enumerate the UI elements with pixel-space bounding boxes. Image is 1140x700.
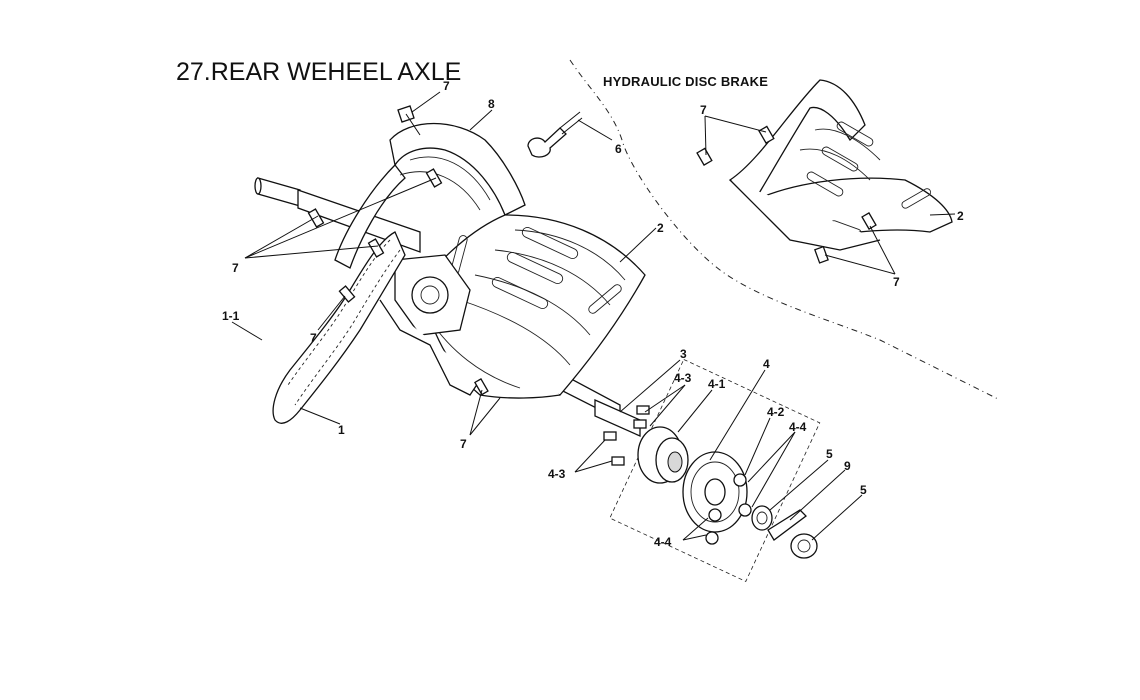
- callout-5: 5: [860, 483, 867, 497]
- callout-4: 4: [763, 357, 770, 371]
- callout-7: 7: [700, 103, 707, 117]
- callout-7: 7: [443, 79, 450, 93]
- bearing-carrier: [379, 254, 481, 396]
- callout-2: 2: [957, 209, 964, 223]
- callout-5: 5: [826, 447, 833, 461]
- swing-arm-guard: [334, 122, 526, 269]
- hub-nuts: [705, 473, 752, 545]
- inset-brake-assembly: [696, 79, 953, 264]
- callout-1-1: 1-1: [222, 309, 240, 323]
- callout-7: 7: [232, 261, 239, 275]
- callout-4-1: 4-1: [708, 377, 726, 391]
- bolt-top: [397, 105, 421, 136]
- callout-4-3: 4-3: [548, 467, 566, 481]
- callout-7: 7: [460, 437, 467, 451]
- callout-1: 1: [338, 423, 345, 437]
- eye-bolt: [527, 111, 583, 158]
- leader-lines: [231, 91, 956, 541]
- callout-2: 2: [657, 221, 664, 235]
- callout-8: 8: [488, 97, 495, 111]
- hub-assembly: [603, 358, 821, 582]
- callout-9: 9: [844, 459, 851, 473]
- diagram-title: 27.REAR WEHEEL AXLE: [176, 58, 462, 86]
- main-assembly: [254, 105, 646, 438]
- callout-4-4: 4-4: [654, 535, 672, 549]
- callout-4-3: 4-3: [674, 371, 692, 385]
- drive-chain: [272, 231, 406, 424]
- callout-4-4: 4-4: [789, 420, 807, 434]
- inset-title: HYDRAULIC DISC BRAKE: [603, 74, 769, 89]
- callout-6: 6: [615, 142, 622, 156]
- hub-flange: [637, 426, 689, 484]
- sprocket: [682, 451, 748, 533]
- callout-3: 3: [680, 347, 687, 361]
- axle-nuts: [751, 505, 818, 559]
- callout-7: 7: [893, 275, 900, 289]
- callout-7: 7: [310, 331, 317, 345]
- callout-labels: 7 8 6 2 7 1-1 7 1 7 3 4-3 4-1 4 4-2 4-4 …: [222, 79, 964, 549]
- callout-4-2: 4-2: [767, 405, 785, 419]
